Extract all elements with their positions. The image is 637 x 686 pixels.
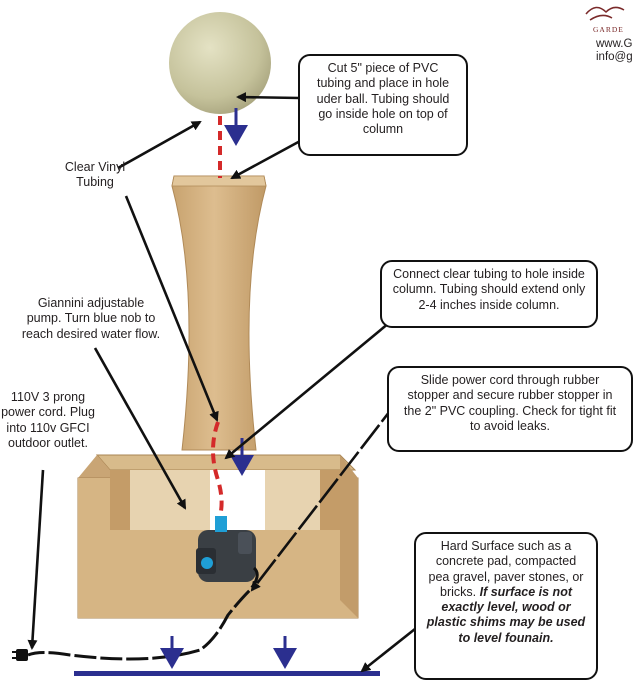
ground-line bbox=[74, 671, 380, 676]
email-link[interactable]: info@g bbox=[596, 51, 633, 63]
connect-tubing-callout: Connect clear tubing to hole inside colu… bbox=[380, 260, 598, 328]
power-cord-label: 110V 3 prong power cord. Plug into 110v … bbox=[1, 390, 95, 450]
hard-surface-callout: Hard Surface such as a concrete pad, com… bbox=[414, 532, 598, 680]
logo-text: GARDE bbox=[593, 25, 624, 34]
flow-arrows bbox=[160, 108, 297, 669]
power-cord-stopper-callout: Slide power cord through rubber stopper … bbox=[387, 366, 633, 452]
power-cord bbox=[27, 566, 259, 661]
plug-icon bbox=[12, 649, 28, 661]
stone-sphere bbox=[169, 12, 271, 114]
clear-vinyl-tubing-label: Clear Vinyl Tubing bbox=[64, 160, 126, 190]
leader-arrows bbox=[27, 92, 421, 673]
fountain-column bbox=[171, 175, 267, 451]
logo bbox=[582, 0, 637, 34]
website-link[interactable]: www.G bbox=[596, 38, 633, 50]
pump-label: Giannini adjustable pump. Turn blue nob … bbox=[21, 296, 161, 341]
cut-pvc-callout: Cut 5" piece of PVC tubing and place in … bbox=[298, 54, 468, 156]
vinyl-tubing-dashed bbox=[211, 421, 224, 517]
pump bbox=[196, 516, 256, 582]
